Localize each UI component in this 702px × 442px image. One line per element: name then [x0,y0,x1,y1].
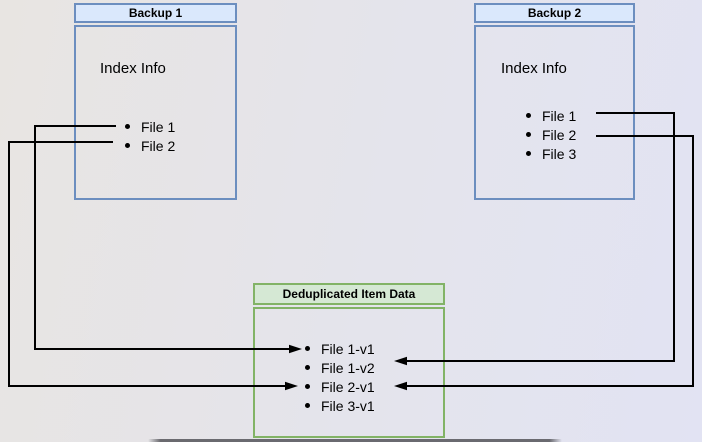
backup2-file-list: File 1 File 2 File 3 [526,106,576,163]
list-item: File 2 [125,136,175,155]
list-item: File 1 [526,106,576,125]
bullet-icon [526,132,531,137]
list-item: File 2 [526,125,576,144]
item-label: File 2-v1 [321,378,375,395]
backup1-body [74,25,237,200]
bullet-icon [125,143,130,148]
backup1-file-list: File 1 File 2 [125,117,175,155]
list-item: File 2-v1 [305,377,375,396]
bullet-icon [305,365,310,370]
file-label: File 3 [542,145,577,162]
window-bottom-edge [148,439,562,442]
list-item: File 1-v1 [305,339,375,358]
file-label: File 2 [141,137,176,154]
list-item: File 1 [125,117,175,136]
bullet-icon [305,384,310,389]
backup1-index-label: Index Info [100,60,166,77]
file-label: File 1 [542,107,577,124]
backup2-header: Backup 2 [474,3,635,23]
bullet-icon [526,113,531,118]
dedup-item-list: File 1-v1 File 1-v2 File 2-v1 File 3-v1 [305,339,375,415]
list-item: File 3-v1 [305,396,375,415]
item-label: File 1-v2 [321,359,375,376]
list-item: File 1-v2 [305,358,375,377]
bullet-icon [125,124,130,129]
bullet-icon [526,151,531,156]
file-label: File 1 [141,118,176,135]
bullet-icon [305,403,310,408]
list-item: File 3 [526,144,576,163]
file-label: File 2 [542,126,577,143]
bullet-icon [305,346,310,351]
item-label: File 1-v1 [321,340,375,357]
dedup-header: Deduplicated Item Data [253,283,445,305]
item-label: File 3-v1 [321,397,375,414]
backup1-header: Backup 1 [74,3,237,23]
backup2-index-label: Index Info [501,60,567,77]
